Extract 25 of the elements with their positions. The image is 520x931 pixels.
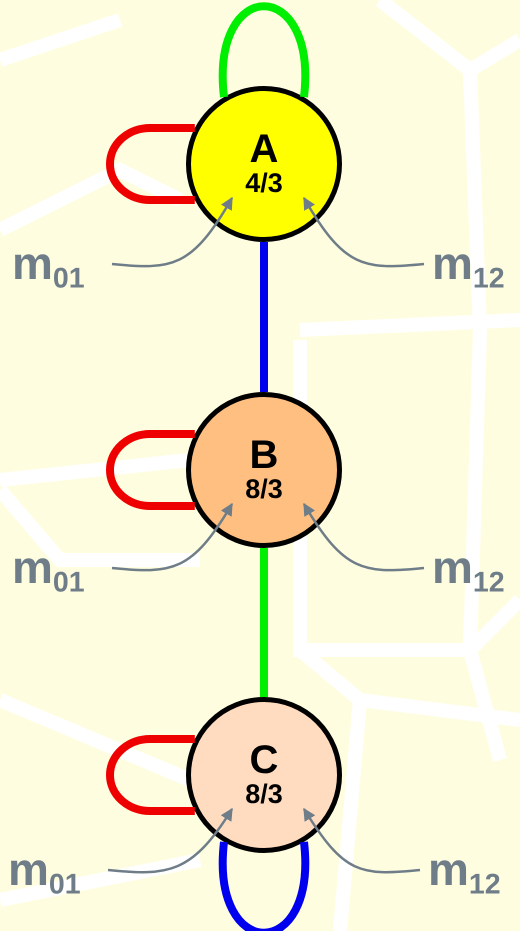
self-loop — [218, 2, 310, 98]
edge-line — [260, 548, 268, 697]
state-name: A — [250, 129, 278, 170]
leader-label: m$_{12}$ — [428, 842, 520, 898]
leader-arrow — [302, 808, 420, 874]
leader-arrow — [112, 502, 234, 572]
leader-arrow — [302, 502, 424, 572]
leader-label: m$_{12}$ — [432, 540, 520, 596]
self-loop — [106, 124, 195, 204]
leader-label: m$_{01}$ — [12, 540, 108, 596]
leader-arrow — [112, 196, 234, 268]
self-loop — [106, 735, 195, 815]
state-value: 8/3 — [245, 780, 283, 810]
leader-label: m$_{01}$ — [8, 842, 104, 898]
state-name: C — [250, 740, 278, 780]
state-value: 4/3 — [245, 169, 283, 199]
state-name: B — [250, 435, 278, 476]
leader-arrow — [108, 808, 234, 874]
state-value: 8/3 — [245, 475, 283, 505]
edge-line — [260, 242, 268, 392]
self-loop — [106, 430, 195, 510]
self-loop — [218, 842, 310, 931]
leader-arrow — [302, 196, 424, 268]
leader-label: m$_{12}$ — [432, 236, 520, 292]
leader-label: m$_{01}$ — [12, 236, 108, 292]
